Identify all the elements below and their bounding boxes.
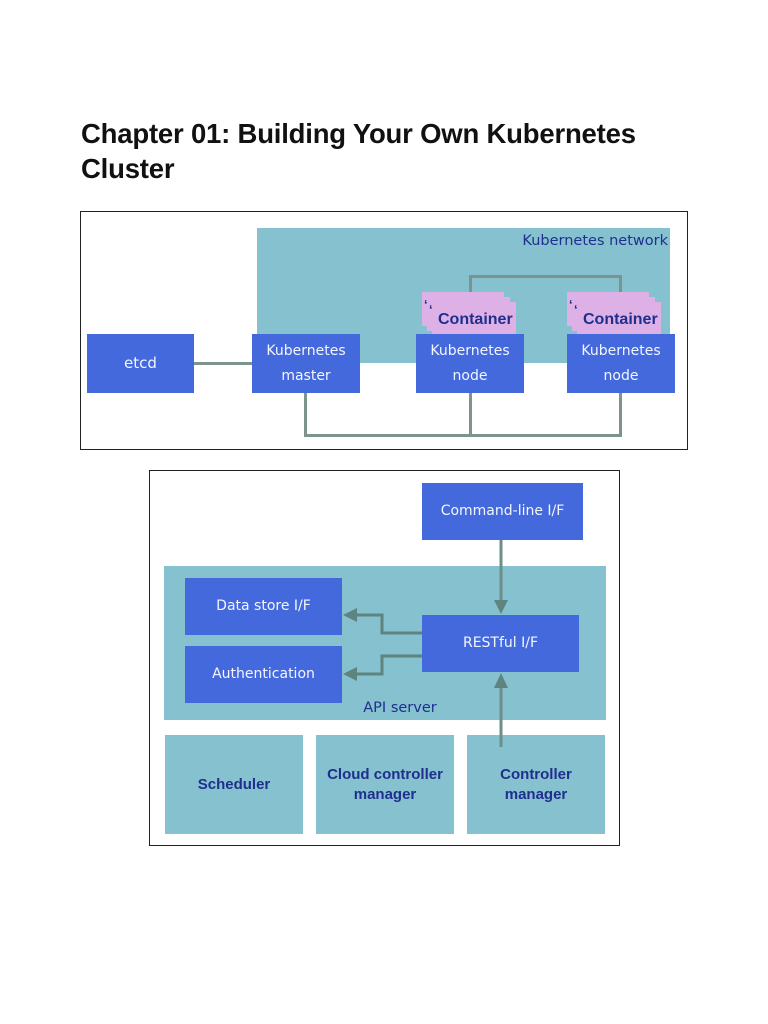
container-stack-glyph: ‘	[429, 302, 433, 317]
container-stack-glyph: ‘	[569, 297, 573, 312]
page-title: Chapter 01: Building Your Own Kubernetes…	[81, 118, 636, 184]
container-card-front	[432, 302, 516, 336]
api-server-label: API server	[363, 700, 437, 716]
node2-bus-connector	[619, 393, 622, 437]
container-stack-glyph: ‘	[574, 302, 578, 317]
container-label: Container	[438, 311, 513, 328]
network-link-left	[469, 275, 472, 297]
data-store-if-box: Data store I/F	[185, 578, 342, 635]
scheduler-box: Scheduler	[165, 735, 303, 834]
restful-if-box: RESTful I/F	[422, 615, 579, 672]
master-bus-connector	[304, 393, 307, 437]
container-stack-glyph: ‘	[424, 297, 428, 312]
kubernetes-master-box: Kubernetes master	[252, 334, 360, 393]
kubernetes-node-box: Kubernetes node	[567, 334, 675, 393]
node1-bus-connector	[469, 393, 472, 437]
kubernetes-node-box: Kubernetes node	[416, 334, 524, 393]
authentication-box: Authentication	[185, 646, 342, 703]
kubernetes-network-label: Kubernetes network	[522, 233, 668, 249]
controller-manager-box: Controller manager	[467, 735, 605, 834]
etcd-box: etcd	[87, 334, 194, 393]
container-card-front	[577, 302, 661, 336]
command-line-if-box: Command-line I/F	[422, 483, 583, 540]
network-link-right	[619, 275, 622, 297]
etcd-master-connector	[194, 362, 252, 365]
network-top-link	[469, 275, 622, 278]
bus-line-bottom	[304, 434, 622, 437]
cloud-controller-manager-box: Cloud controller manager	[316, 735, 454, 834]
container-label: Container	[583, 311, 658, 328]
